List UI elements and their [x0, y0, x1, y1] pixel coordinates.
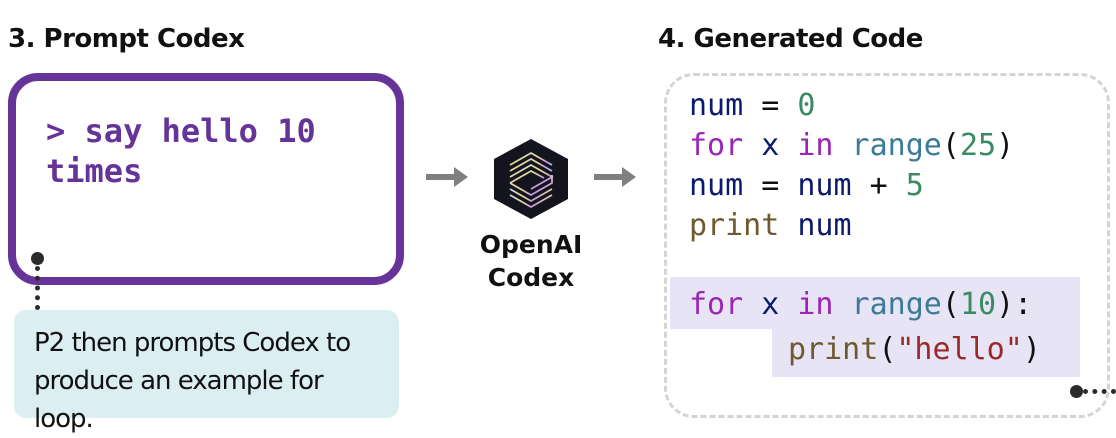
model-label: OpenAI Codex — [460, 228, 602, 294]
code-token: ( — [878, 332, 897, 367]
model-label-line2: Codex — [487, 263, 575, 292]
code-token: in — [797, 287, 834, 322]
code-token: num — [779, 208, 852, 243]
annotation-connector-dot — [31, 252, 44, 265]
arrow-right-icon — [426, 167, 468, 187]
code-token: "hello" — [896, 332, 1023, 367]
code-token: ( — [941, 128, 960, 163]
code-connector-dot — [1070, 385, 1083, 398]
code-token: range — [833, 287, 942, 322]
code-line: print num — [689, 206, 852, 246]
prompt-text: > say hello 10 times — [46, 112, 335, 190]
code-token: ) — [1022, 332, 1041, 367]
code-token: print — [689, 208, 780, 243]
code-token: 0 — [797, 88, 816, 123]
code-token: 5 — [905, 168, 924, 203]
code-token: ) — [996, 128, 1015, 163]
code-token: num — [797, 168, 852, 203]
code-token: for — [689, 287, 744, 322]
annotation-note: P2 then prompts Codex to produce an exam… — [14, 310, 399, 434]
code-token: print — [788, 332, 879, 367]
code-token: ): — [996, 287, 1033, 322]
code-token: x — [743, 287, 798, 322]
model-label-line1: OpenAI — [479, 230, 583, 259]
code-token: 25 — [959, 128, 997, 163]
prompt-input-box[interactable]: > say hello 10 times — [8, 73, 404, 285]
code-line-highlighted: for x in range(10): — [689, 285, 1032, 325]
code-token: for — [689, 128, 744, 163]
code-token: = — [743, 88, 798, 123]
generated-code-panel — [664, 73, 1110, 418]
code-token: num — [689, 88, 744, 123]
code-line: for x in range(25) — [689, 126, 1014, 166]
highlight-for-line — [670, 277, 1080, 329]
code-token: x — [743, 128, 798, 163]
code-token: 10 — [959, 287, 997, 322]
openai-codex-logo-icon — [494, 139, 568, 219]
code-token: in — [797, 128, 834, 163]
arrow-right-icon — [594, 167, 636, 187]
code-token: = — [743, 168, 798, 203]
generated-code-heading: 4. Generated Code — [658, 24, 923, 54]
code-line: num = num + 5 — [689, 166, 924, 206]
code-token: num — [689, 168, 744, 203]
annotation-connector-line — [35, 266, 40, 310]
code-token: + — [851, 168, 906, 203]
code-line: num = 0 — [689, 86, 815, 126]
highlight-print-line — [772, 329, 1080, 377]
code-connector-line — [1083, 389, 1116, 394]
code-token: ( — [941, 287, 960, 322]
code-line-highlighted: print("hello") — [788, 330, 1041, 370]
code-token: range — [833, 128, 942, 163]
prompt-codex-heading: 3. Prompt Codex — [8, 24, 245, 54]
